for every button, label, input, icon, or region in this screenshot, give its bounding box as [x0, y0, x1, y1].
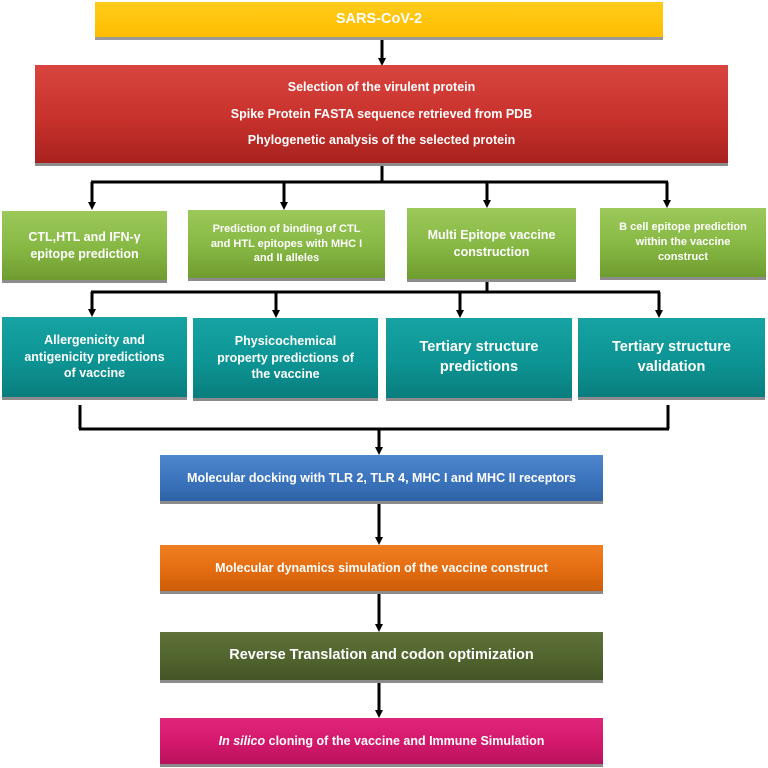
tertiary-structure-prediction-box: Tertiary structure predictions: [386, 318, 572, 398]
multi-line-2: construction: [453, 244, 530, 259]
allergenicity-antigenicity-box: Allergenicity and antigenicity predictio…: [2, 317, 187, 397]
ctl-line-2: epitope prediction: [30, 246, 139, 261]
dynamics-label: Molecular dynamics simulation of the vac…: [215, 560, 548, 575]
physicochemical-line-3: the vaccine: [251, 367, 320, 382]
docking-label: Molecular docking with TLR 2, TLR 4, MHC…: [187, 470, 576, 485]
cloning-rest-text: cloning of the vaccine and Immune Simula…: [265, 733, 545, 748]
reverse-label: Reverse Translation and codon optimizati…: [229, 647, 534, 664]
sars-cov-2-label: SARS-CoV-2: [335, 10, 423, 27]
bcell-line-3: construct: [657, 250, 709, 263]
protein-selection-box: Selection of the virulent protein Spike …: [35, 65, 728, 163]
molecular-dynamics-box: Molecular dynamics simulation of the vac…: [160, 545, 603, 591]
cloning-italic-text: In silico: [218, 733, 266, 748]
b-cell-epitope-box: B cell epitope prediction within the vac…: [600, 208, 766, 277]
binding-line-3: and II alleles: [253, 252, 320, 265]
selection-line-3: Phylogenetic analysis of the selected pr…: [247, 133, 516, 148]
selection-line-1: Selection of the virulent protein: [287, 79, 476, 94]
ctl-htl-ifn-epitope-box: CTL,HTL and IFN-γ epitope prediction: [2, 211, 167, 280]
binding-line-2: and HTL epitopes with MHC I: [210, 237, 363, 250]
sars-cov-2-box: SARS-CoV-2: [95, 2, 663, 37]
tertiary-pred-line-1: Tertiary structure: [419, 339, 539, 356]
in-silico-cloning-box: In silico cloning of the vaccine and Imm…: [160, 718, 603, 764]
reverse-translation-box: Reverse Translation and codon optimizati…: [160, 632, 603, 680]
tertiary-structure-validation-box: Tertiary structure validation: [578, 318, 765, 397]
tertiary-valid-line-2: validation: [637, 358, 706, 375]
tertiary-valid-line-1: Tertiary structure: [612, 338, 731, 355]
binding-line-1: Prediction of binding of CTL: [212, 222, 361, 235]
selection-line-2: Spike Protein FASTA sequence retrieved f…: [230, 106, 533, 121]
physicochemical-line-1: Physicochemical: [234, 333, 337, 348]
ctl-line-1: CTL,HTL and IFN-γ: [28, 229, 141, 244]
bcell-line-2: within the vaccine: [635, 236, 731, 249]
molecular-docking-box: Molecular docking with TLR 2, TLR 4, MHC…: [160, 455, 603, 501]
mhc-binding-prediction-box: Prediction of binding of CTL and HTL epi…: [188, 210, 385, 278]
physicochemical-property-box: Physicochemical property predictions of …: [193, 318, 378, 398]
multi-line-1: Multi Epitope vaccine: [427, 227, 556, 242]
allergenicity-line-3: of vaccine: [63, 366, 126, 381]
tertiary-pred-line-2: predictions: [439, 359, 519, 375]
allergenicity-line-2: antigenicity predictions: [24, 349, 165, 364]
physicochemical-line-2: property predictions of: [217, 350, 354, 365]
allergenicity-line-1: Allergenicity and: [44, 332, 145, 347]
multi-epitope-construction-box: Multi Epitope vaccine construction: [407, 208, 576, 279]
bcell-line-1: B cell epitope prediction: [619, 221, 747, 234]
cloning-label: In silico cloning of the vaccine and Imm…: [219, 733, 545, 750]
